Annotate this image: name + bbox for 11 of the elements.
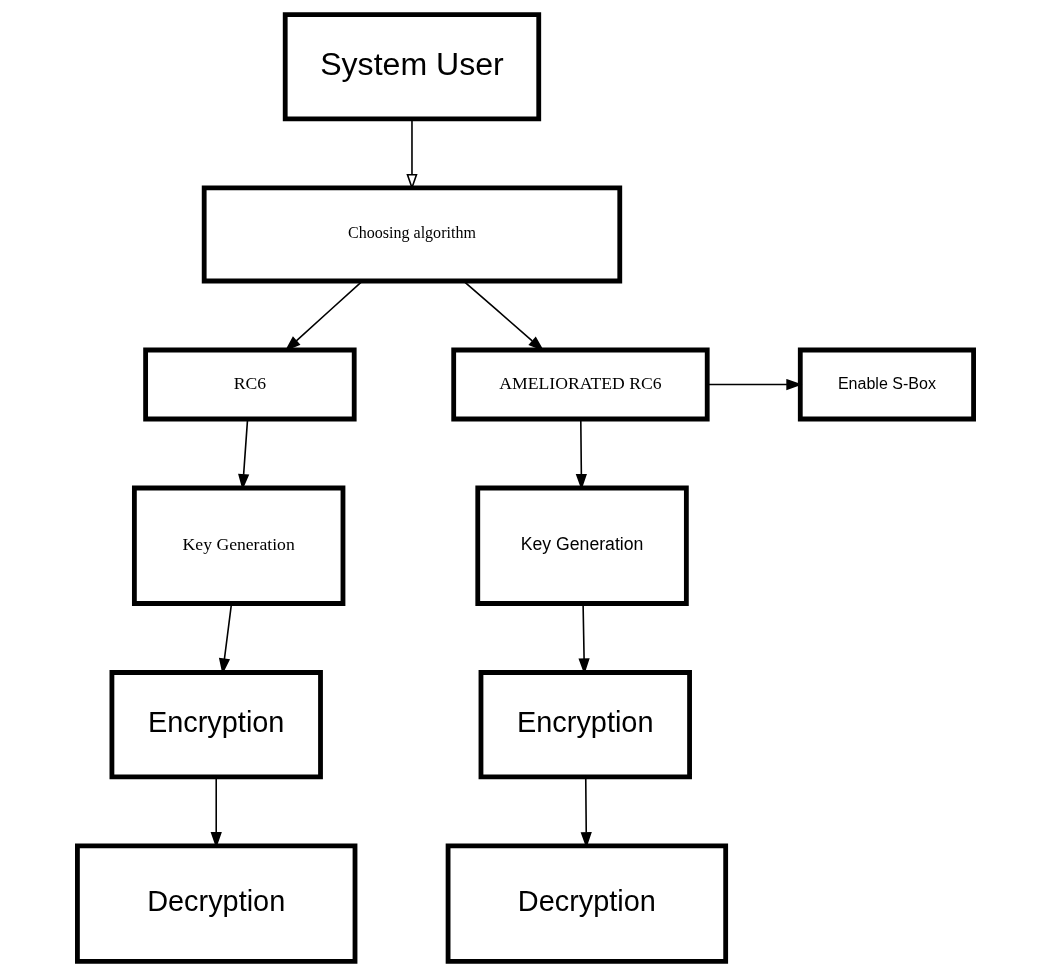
node-box: Choosing algorithm — [201, 185, 622, 284]
node-box: Key Generation — [474, 485, 689, 606]
node-box: AMELIORATED RC6 — [450, 347, 710, 422]
node-box: Enable S-Box — [797, 347, 976, 422]
node-box: Encryption — [109, 670, 323, 780]
node-box: Decryption — [74, 843, 357, 964]
node-box: Decryption — [445, 843, 728, 964]
node-box: System User — [282, 12, 541, 122]
node-box: Key Generation — [131, 485, 345, 606]
node-box: Encryption — [478, 670, 692, 780]
node-box: RC6 — [142, 347, 357, 422]
